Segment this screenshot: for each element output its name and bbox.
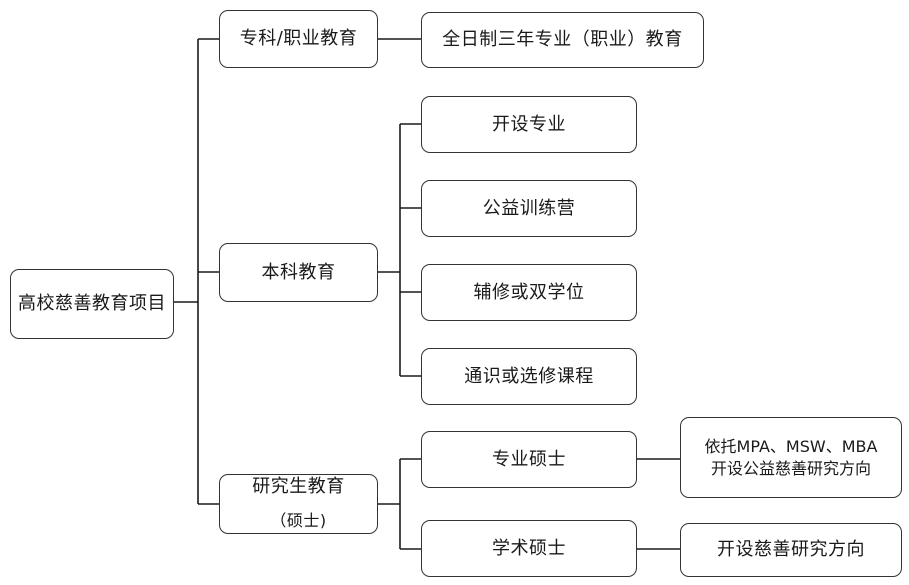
node-mpa-msw-mba-direction: 依托MPA、MSW、MBA 开设公益慈善研究方向 <box>680 417 902 498</box>
node-undergraduate-education: 本科教育 <box>219 243 378 302</box>
node-professional-master: 专业硕士 <box>421 431 637 488</box>
node-minor-label: 辅修或双学位 <box>473 281 585 303</box>
node-academic-master: 学术硕士 <box>421 520 637 577</box>
node-graduate-label: 研究生教育 <box>252 476 345 497</box>
node-undergraduate-label: 本科教育 <box>261 261 336 283</box>
node-vocational-education: 专科/职业教育 <box>219 10 378 68</box>
node-offer-major: 开设专业 <box>421 96 637 153</box>
node-mpa-line1: 依托MPA、MSW、MBA <box>704 436 878 456</box>
node-offer-major-label: 开设专业 <box>492 113 566 135</box>
node-public-welfare-camp-label: 公益训练营 <box>482 197 576 219</box>
root-label: 高校慈善教育项目 <box>18 293 166 314</box>
node-public-welfare-camp: 公益训练营 <box>421 180 637 237</box>
node-fulltime-vocational-label: 全日制三年专业（职业）教育 <box>442 29 683 50</box>
node-general-elective-courses: 通识或选修课程 <box>421 348 637 405</box>
node-philanthropy-direction-label: 开设慈善研究方向 <box>717 539 865 560</box>
root-node: 高校慈善教育项目 <box>10 269 174 339</box>
node-graduate-sublabel: （硕士) <box>270 511 327 530</box>
node-graduate-education: 研究生教育 （硕士) <box>219 474 378 534</box>
node-vocational-label: 专科/职业教育 <box>239 28 358 49</box>
node-elective-label: 通识或选修课程 <box>464 365 594 387</box>
node-academic-master-label: 学术硕士 <box>492 537 566 559</box>
node-minor-or-double-degree: 辅修或双学位 <box>421 264 637 321</box>
node-professional-master-label: 专业硕士 <box>492 448 566 470</box>
node-philanthropy-direction: 开设慈善研究方向 <box>680 523 902 577</box>
node-mpa-line2: 开设公益慈善研究方向 <box>710 458 871 478</box>
node-fulltime-vocational: 全日制三年专业（职业）教育 <box>421 12 704 68</box>
